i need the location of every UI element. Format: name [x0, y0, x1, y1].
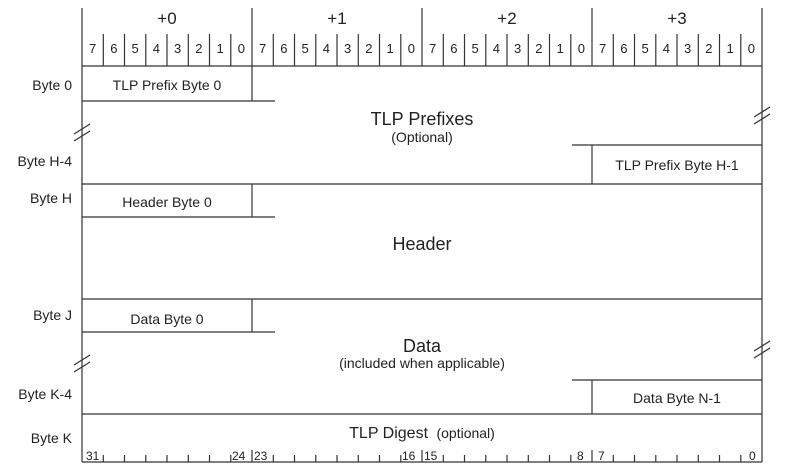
bit-label: 2: [365, 41, 372, 56]
bit-label: 6: [280, 41, 287, 56]
byte-offset-1: +1: [327, 9, 346, 28]
byte-offset-0: +0: [157, 9, 176, 28]
break-mark-right-1: [753, 106, 771, 125]
bit-label: 7: [259, 41, 266, 56]
ruler-num-23: 23: [254, 449, 268, 463]
bit-label: 0: [238, 41, 245, 56]
tlp-digest-title: TLP Digest: [349, 425, 428, 442]
bit-label: 5: [471, 41, 478, 56]
header-byte-0: Header Byte 0: [122, 194, 212, 210]
ruler-num-16: 16: [402, 449, 416, 463]
tlp-prefix-byte-h-1: TLP Prefix Byte H-1: [615, 157, 739, 173]
bit-label: 4: [153, 41, 160, 56]
bit-label: 6: [620, 41, 627, 56]
bit-label: 2: [705, 41, 712, 56]
ruler-num-7: 7: [598, 449, 605, 463]
bit-label: 5: [131, 41, 138, 56]
bit-label: 3: [344, 41, 351, 56]
bit-label: 3: [174, 41, 181, 56]
byte-offset-3: +3: [667, 9, 686, 28]
bit-label: 1: [556, 41, 563, 56]
bit-label: 1: [386, 41, 393, 56]
header-title: Header: [392, 234, 451, 254]
byte-offset-2: +2: [497, 9, 516, 28]
bit-label: 1: [216, 41, 223, 56]
ruler-num-31: 31: [86, 449, 100, 463]
ruler-num-15: 15: [424, 449, 438, 463]
break-mark-left-1: [73, 123, 91, 142]
bit-label: 3: [514, 41, 521, 56]
bit-label: 4: [663, 41, 670, 56]
bit-label: 7: [599, 41, 606, 56]
bit-label: 5: [641, 41, 648, 56]
row-label-byte-h4: Byte H-4: [18, 153, 73, 169]
bit-label: 6: [450, 41, 457, 56]
data-byte-0: Data Byte 0: [130, 311, 203, 327]
ruler-num-8: 8: [577, 449, 584, 463]
bit-label: 3: [684, 41, 691, 56]
tlp-digest-label: TLP Digest (optional): [349, 425, 495, 442]
bit-label: 5: [301, 41, 308, 56]
bit-label: 1: [726, 41, 733, 56]
row-label-byte-h: Byte H: [30, 190, 72, 206]
bit-label: 6: [110, 41, 117, 56]
data-title: Data: [403, 336, 442, 356]
row-label-byte-j: Byte J: [33, 307, 72, 323]
row-label-byte-k: Byte K: [31, 430, 73, 446]
ruler-ticks: [102, 450, 742, 462]
row-label-byte-k4: Byte K-4: [18, 386, 72, 402]
data-byte-n-1: Data Byte N-1: [633, 390, 721, 406]
bit-label: 0: [748, 41, 755, 56]
bit-label: 0: [578, 41, 585, 56]
break-mark-left-2: [73, 354, 91, 373]
tlp-prefixes-title: TLP Prefixes: [371, 109, 474, 129]
tlp-prefixes-optional: (Optional): [391, 129, 452, 145]
tlp-prefix-byte-0: TLP Prefix Byte 0: [113, 77, 222, 93]
bit-label: 2: [535, 41, 542, 56]
row-label-byte-0: Byte 0: [32, 77, 72, 93]
bit-label: 7: [89, 41, 96, 56]
tlp-digest-note: (optional): [436, 425, 494, 441]
break-mark-right-2: [753, 340, 771, 359]
bit-label: 2: [195, 41, 202, 56]
ruler-num-24: 24: [232, 449, 246, 463]
ruler-num-0: 0: [749, 449, 756, 463]
bit-label: 7: [429, 41, 436, 56]
bit-label: 4: [323, 41, 330, 56]
data-note: (included when applicable): [339, 355, 505, 371]
bit-label: 4: [493, 41, 500, 56]
bit-label: 0: [408, 41, 415, 56]
